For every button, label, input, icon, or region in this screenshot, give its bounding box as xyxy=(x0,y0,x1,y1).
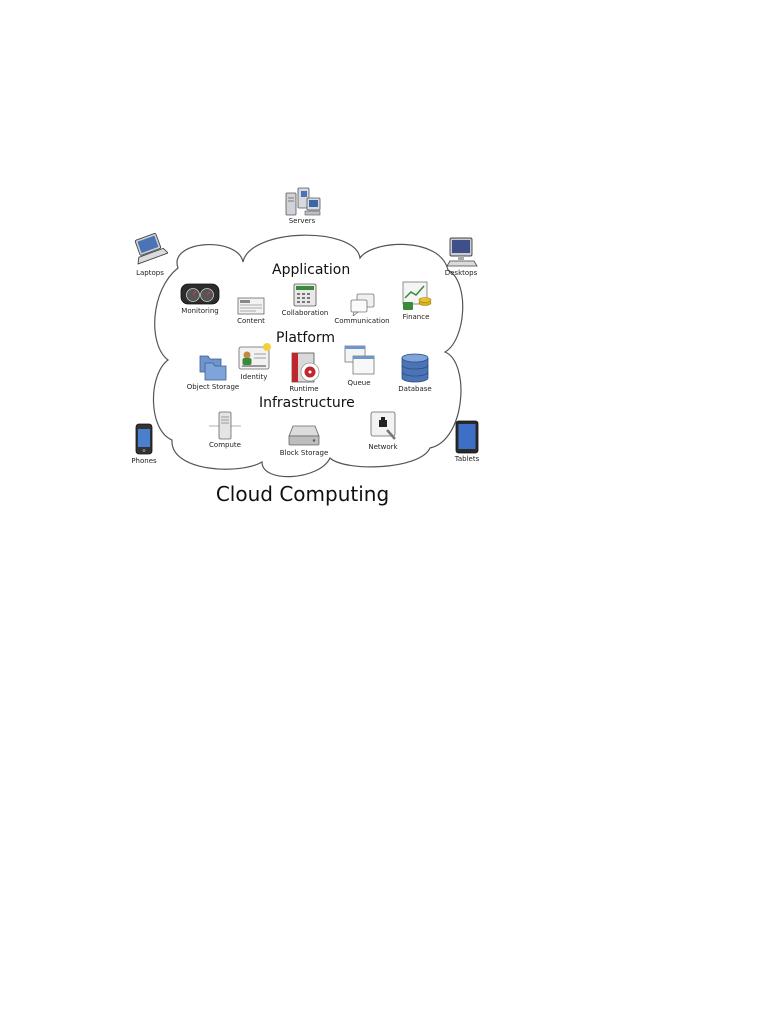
gauge-icon xyxy=(180,283,220,305)
client-laptops: Laptops xyxy=(126,232,174,278)
client-tablets: Tablets xyxy=(448,420,486,464)
laptops-label: Laptops xyxy=(136,269,164,277)
block-storage-label: Block Storage xyxy=(279,449,329,457)
runtime-label: Runtime xyxy=(289,385,319,393)
client-phones: Phones xyxy=(124,422,164,466)
client-servers: Servers xyxy=(279,186,325,226)
infra-block-storage: Block Storage xyxy=(279,422,329,458)
monitoring-label: Monitoring xyxy=(181,307,219,315)
diagram-title: Cloud Computing xyxy=(215,482,390,506)
identity-label: Identity xyxy=(240,373,268,381)
id-card-icon xyxy=(238,343,271,370)
app-content: Content xyxy=(231,296,271,326)
finance-chart-icon xyxy=(402,281,432,310)
laptop-icon xyxy=(134,233,168,265)
communication-label: Communication xyxy=(334,317,390,325)
phone-icon xyxy=(135,423,153,455)
infra-compute: Compute xyxy=(205,410,245,450)
content-label: Content xyxy=(237,317,265,325)
app-finance: Finance xyxy=(396,280,436,322)
database-label: Database xyxy=(398,385,432,393)
infrastructure-layer-title: Infrastructure xyxy=(259,395,355,411)
application-layer-title: Application xyxy=(272,262,351,278)
tablet-icon xyxy=(455,420,479,454)
platform-database: Database xyxy=(395,352,435,394)
servers-icon xyxy=(285,187,321,216)
collaboration-label: Collaboration xyxy=(281,309,329,317)
database-icon xyxy=(401,353,429,383)
platform-queue: Queue xyxy=(340,344,378,388)
platform-object-storage: Object Storage xyxy=(186,352,240,392)
compute-label: Compute xyxy=(209,441,241,449)
desktops-label: Desktops xyxy=(444,269,478,277)
tablets-label: Tablets xyxy=(454,455,480,463)
object-storage-label: Object Storage xyxy=(186,383,240,391)
platform-identity: Identity xyxy=(234,342,274,382)
network-label: Network xyxy=(368,443,398,451)
network-plug-icon xyxy=(370,411,396,440)
server-tower-icon xyxy=(209,411,241,440)
app-collaboration: Collaboration xyxy=(278,282,332,318)
client-desktops: Desktops xyxy=(437,236,485,278)
servers-label: Servers xyxy=(288,217,316,225)
platform-runtime: Runtime xyxy=(284,350,324,394)
newspaper-icon xyxy=(237,297,265,315)
queue-label: Queue xyxy=(347,379,371,387)
platform-layer-title: Platform xyxy=(276,330,336,346)
desktop-icon xyxy=(446,237,478,267)
app-monitoring: Monitoring xyxy=(175,282,225,316)
calculator-icon xyxy=(293,283,317,307)
window-queue-icon xyxy=(344,345,375,375)
finance-label: Finance xyxy=(402,313,430,321)
folder-icon xyxy=(199,355,227,381)
chat-icon xyxy=(350,293,375,316)
app-communication: Communication xyxy=(334,292,390,326)
runtime-box-icon xyxy=(291,352,320,383)
infra-network: Network xyxy=(363,410,403,452)
phones-label: Phones xyxy=(131,457,157,465)
disk-drive-icon xyxy=(288,425,320,446)
